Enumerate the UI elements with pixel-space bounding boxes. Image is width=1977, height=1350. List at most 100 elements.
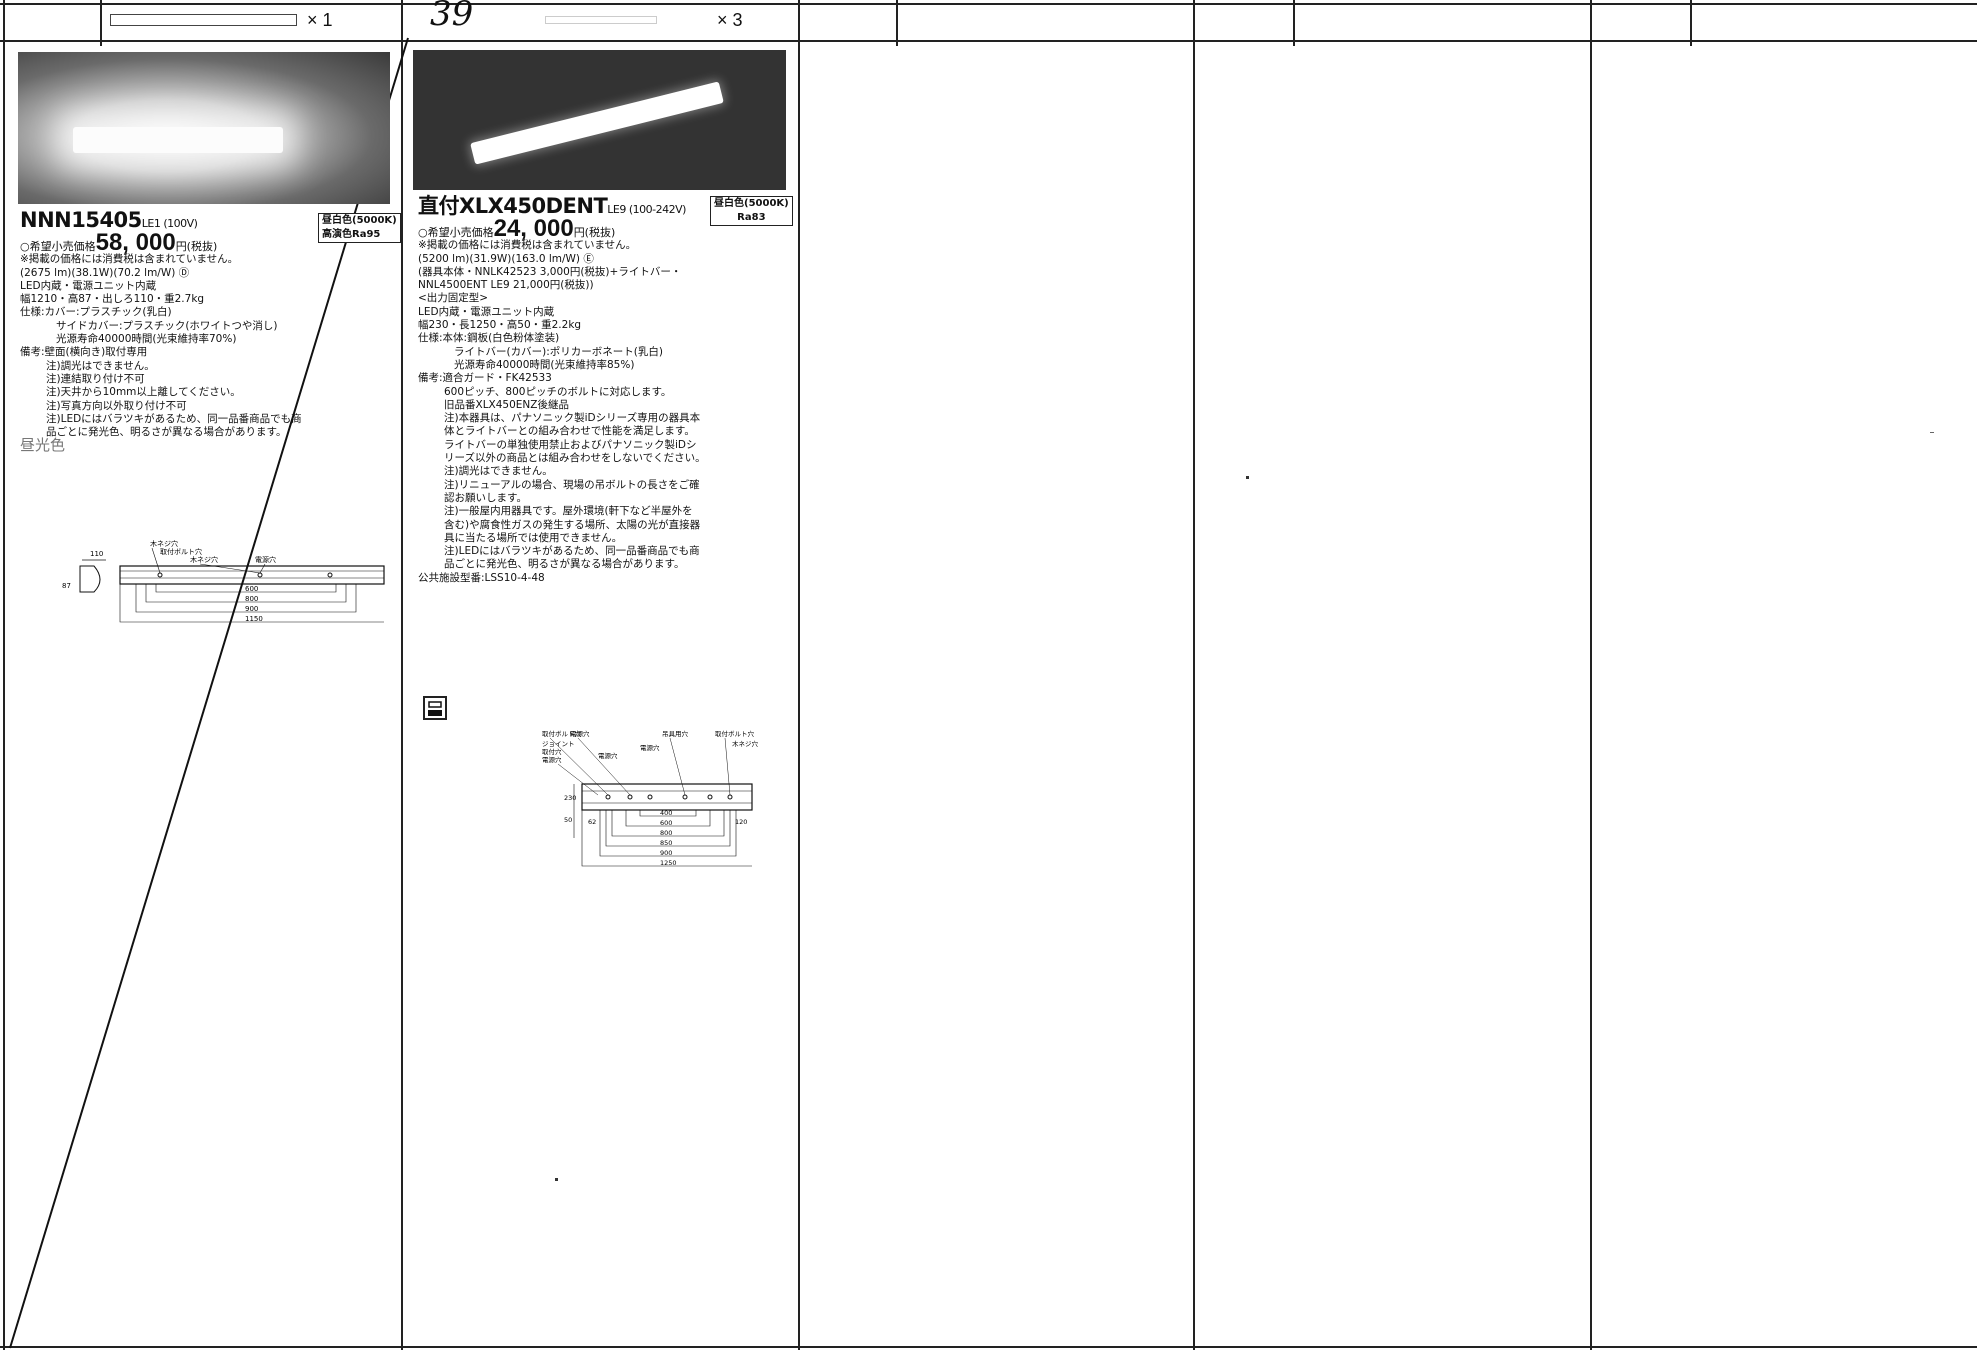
diagram-label: 電源穴	[598, 751, 618, 760]
diagram-label: 400	[660, 809, 672, 817]
quantity-label: × 3	[717, 9, 743, 30]
remark-line: 注)調光はできません。	[46, 359, 155, 372]
diagram-label: 800	[245, 595, 258, 603]
remark-line: 品ごとに発光色、明るさが異なる場合があります。	[444, 558, 685, 571]
public-facility-code: 公共施設型番:LSS10-4-48	[418, 571, 545, 584]
header-cell-divider	[1690, 0, 1692, 46]
diagram-label: 1250	[660, 859, 677, 867]
scan-speck	[1246, 476, 1249, 479]
remark-line: 注)リニューアルの場合、現場の吊ボルトの長さをご確	[444, 478, 700, 491]
remark-line: 含む)や腐食性ガスの発生する場所、太陽の光が直接器	[444, 518, 701, 531]
color-badge: 昼白色(5000K) Ra83	[710, 196, 793, 226]
diagram-label: 50	[564, 816, 572, 824]
spec-line: 光源寿命40000時間(光束維持率85%)	[454, 358, 635, 371]
diagram-label: 電源穴	[570, 729, 590, 738]
diagram-label: 87	[62, 582, 71, 590]
remark-line: 600ピッチ、800ピッチのボルトに対応します。	[444, 385, 672, 398]
column-border	[1590, 0, 1592, 1350]
badge-line: Ra83	[737, 212, 766, 223]
strike-line	[9, 37, 409, 1349]
text-line: ※掲載の価格には消費税は含まれていません。	[418, 239, 637, 252]
text-line: 幅230・長1250・高50・重2.2kg	[418, 319, 582, 332]
text-line: 仕様:カバー:プラスチック(乳白)	[20, 306, 172, 319]
remark-line: 旧品番XLX450ENZ後継品	[444, 398, 569, 411]
product-photo	[18, 52, 390, 204]
remark-line: 品ごとに発光色、明るさが異なる場合があります。	[46, 426, 287, 439]
spec-line: 光源寿命40000時間(光束維持率70%)	[56, 333, 237, 346]
diagram-label: 電源穴	[640, 743, 660, 752]
remark-line: 注)連結取り付け不可	[46, 372, 145, 385]
diagram-label: 62	[588, 818, 596, 826]
product-model: 直付XLX450DENTLE9 (100-242V)	[418, 194, 686, 218]
diagram-label: 木ネジ穴	[190, 555, 218, 564]
diagram-label: 取付ボルト穴	[715, 729, 755, 738]
diagram-label: 取付ボルト穴	[542, 729, 582, 738]
quantity-label: × 1	[307, 9, 333, 30]
remark-line: 注)天井から10mm以上離してください。	[46, 386, 241, 399]
scan-speck	[1930, 432, 1934, 433]
certification-mark-icon	[423, 696, 447, 720]
header-field-box	[110, 14, 297, 26]
diagram-label: 600	[245, 585, 258, 593]
column-border	[798, 0, 800, 1350]
spec-line: サイドカバー:プラスチック(ホワイトつや消し)	[56, 319, 278, 332]
product-price: ○希望小売価格24, 000円(税抜)	[418, 215, 616, 242]
remark-line: ライトバーの単独使用禁止およびパナソニック製iDシ	[444, 438, 697, 451]
remark-line: 注)調光はできません。	[444, 465, 553, 478]
lamp-image	[470, 81, 724, 165]
diagram-label: 吊具用穴	[662, 729, 689, 738]
remark-line: 具に当たる場所では使用できません。	[444, 531, 623, 544]
badge-line: 昼白色(5000K)	[714, 198, 789, 209]
text-line: (5200 lm)(31.9W)(163.0 lm/W) Ⓔ	[418, 252, 594, 265]
handwritten-number: 39	[430, 0, 474, 34]
text-line: 幅1210・高87・出しろ110・重2.7kg	[20, 293, 205, 306]
lamp-image	[73, 127, 283, 153]
remark-line: 注)本器具は、パナソニック製iDシリーズ専用の器具本	[444, 412, 701, 425]
header-cell-1: × 1	[110, 0, 400, 40]
header-cell-2: × 3	[545, 0, 795, 40]
diagram-label: 電源穴	[255, 555, 276, 564]
bottom-border	[0, 1346, 1977, 1348]
spec-line: ライトバー(カバー):ポリカーボネート(乳白)	[454, 345, 663, 358]
text-line: LED内蔵・電源ユニット内蔵	[20, 279, 157, 292]
diagram-label: 120	[735, 818, 747, 826]
header-cell-divider	[896, 0, 898, 46]
text-line: ※掲載の価格には消費税は含まれていません。	[20, 253, 239, 266]
top-border	[0, 3, 1977, 5]
diagram-label: 900	[245, 605, 258, 613]
header-border	[0, 40, 1977, 42]
badge-line: 高演色Ra95	[322, 229, 381, 240]
diagram-label: 230	[564, 794, 576, 802]
header-cell-divider	[1293, 0, 1295, 46]
text-line: 仕様:本体:鋼板(白色粉体塗装)	[418, 332, 560, 345]
diagram-label: 850	[660, 839, 672, 847]
text-line: (器具本体・NNLK42523 3,000円(税抜)+ライトバー・	[418, 265, 682, 278]
diagram-label: 600	[660, 819, 672, 827]
remark-line: 体とライトバーとの組み合わせで性能を満足します。	[444, 425, 695, 438]
diagram-label: 電源穴	[542, 755, 562, 764]
text-line: <出力固定型>	[418, 292, 489, 305]
column-border	[3, 0, 5, 1350]
color-badge: 昼白色(5000K) 高演色Ra95	[318, 213, 401, 243]
remark-line: 注)LEDにはバラツキがあるため、同一品番商品でも商	[444, 545, 700, 558]
dimension-diagram: 木ネジ穴 取付ボルト穴 木ネジ穴 電源穴 110 87 600 800 900 …	[62, 540, 385, 623]
product-2-block: 直付XLX450DENTLE9 (100-242V) ○希望小売価格24, 00…	[418, 194, 790, 585]
scan-speck	[555, 1178, 558, 1181]
product-1-block: NNN15405LE1 (100V) ○希望小売価格58, 000円(税抜) ※…	[20, 208, 392, 453]
remark-line: 注)写真方向以外取り付け不可	[46, 399, 187, 412]
remark-line: 注)一般屋内用器具です。屋外環境(軒下など半屋外を	[444, 505, 693, 518]
diagram-label: 900	[660, 849, 672, 857]
remark-heading: 備考:適合ガード・FK42533	[418, 372, 552, 385]
remark-line: 注)LEDにはバラツキがあるため、同一品番商品でも商	[46, 412, 302, 425]
diagram-label: 取付ボルト穴	[160, 547, 202, 556]
diagram-label: 1150	[245, 615, 263, 623]
text-line: LED内蔵・電源ユニット内蔵	[418, 305, 555, 318]
remark-line: リーズ以外の商品とは組み合わせをしないでください。	[444, 452, 706, 465]
dimension-diagram: 取付ボルト穴 電源穴 吊具用穴 取付ボルト穴 ジョイント 取付穴 電源穴 電源穴…	[542, 729, 759, 867]
diagram-label: 110	[90, 550, 103, 558]
diagram-label: ジョイント	[542, 740, 575, 748]
column-border	[1193, 0, 1195, 1350]
handwritten-note: 昼光色	[20, 436, 66, 455]
badge-line: 昼白色(5000K)	[322, 215, 397, 226]
